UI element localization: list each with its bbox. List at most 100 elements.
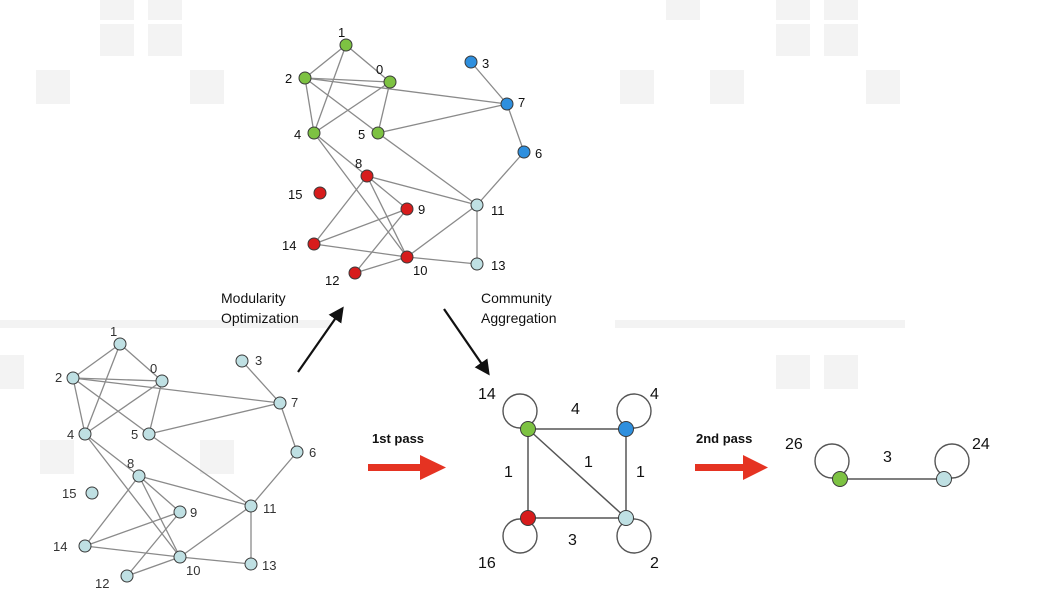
background-watermark xyxy=(0,0,905,474)
graph-edge xyxy=(84,545,181,558)
graph-edge xyxy=(406,204,478,258)
first-pass-label: 1st pass xyxy=(372,431,424,446)
aggregated-edge xyxy=(527,428,627,519)
node-label: 3 xyxy=(482,56,489,71)
node-label: 10 xyxy=(413,263,427,278)
graph-edge xyxy=(377,132,478,206)
self-loop-weight: 24 xyxy=(972,436,990,453)
node-label: 13 xyxy=(262,558,276,573)
graph-node xyxy=(339,38,353,52)
node-label: 13 xyxy=(491,258,505,273)
graph-edge xyxy=(72,377,281,404)
original-graph-edges xyxy=(72,343,298,577)
graph-edge xyxy=(84,511,181,547)
graph-node xyxy=(371,126,385,140)
graph-edge xyxy=(470,61,508,105)
self-loop xyxy=(616,518,652,554)
node-label: 7 xyxy=(518,95,525,110)
graph-edge xyxy=(304,44,347,79)
graph-edge xyxy=(313,208,408,245)
graph-node xyxy=(313,186,327,200)
graph-edge xyxy=(119,343,163,382)
first-pass-arrow xyxy=(368,455,446,480)
graph-edge xyxy=(366,175,408,210)
self-loop xyxy=(502,518,538,554)
community-node xyxy=(618,510,634,526)
graph-edge xyxy=(72,343,121,379)
node-label: 1 xyxy=(110,324,117,339)
graph-edge xyxy=(126,556,181,577)
node-label: 15 xyxy=(62,486,76,501)
graph-edge xyxy=(241,360,281,404)
graph-edge xyxy=(506,103,525,153)
graph-node xyxy=(155,374,169,388)
node-label: 4 xyxy=(294,127,301,142)
self-loop-weight: 14 xyxy=(478,386,496,403)
graph-edge xyxy=(313,132,408,258)
node-label: 9 xyxy=(190,505,197,520)
graph-edge xyxy=(304,77,315,134)
final-edge-weight: 3 xyxy=(883,449,892,466)
graph-node xyxy=(400,202,414,216)
node-label: 7 xyxy=(291,395,298,410)
node-label: 5 xyxy=(131,427,138,442)
graph-node xyxy=(464,55,478,69)
graph-edge xyxy=(179,556,252,565)
node-label: 9 xyxy=(418,202,425,217)
graph-node xyxy=(290,445,304,459)
graph-edge xyxy=(138,475,252,507)
self-loop-weight: 16 xyxy=(478,555,496,572)
edge-weight: 3 xyxy=(568,532,577,549)
graph-edge xyxy=(377,81,391,134)
graph-node xyxy=(307,237,321,251)
modularity-label-line2: Optimization xyxy=(221,310,299,326)
node-label: 15 xyxy=(288,187,302,202)
self-loop xyxy=(502,393,538,429)
graph-edge xyxy=(313,243,408,258)
node-label: 8 xyxy=(355,156,362,171)
node-label: 1 xyxy=(338,25,345,40)
graph-node xyxy=(517,145,531,159)
graph-edge xyxy=(250,451,298,507)
edge-weight: 1 xyxy=(636,464,645,481)
graph-node xyxy=(66,371,80,385)
graph-node xyxy=(298,71,312,85)
node-label: 6 xyxy=(309,445,316,460)
graph-edge xyxy=(304,77,379,134)
graph-edge xyxy=(313,44,347,134)
graph-edge xyxy=(72,377,150,435)
node-label: 0 xyxy=(150,361,157,376)
graph-node xyxy=(307,126,321,140)
graph-node xyxy=(78,427,92,441)
final-graph: 3 26 24 xyxy=(785,436,990,487)
partitioned-graph-edges xyxy=(304,44,525,274)
graph-node xyxy=(273,396,287,410)
node-label: 8 xyxy=(127,456,134,471)
graph-edge xyxy=(354,256,408,274)
self-loop xyxy=(814,443,850,479)
self-loop-weight: 2 xyxy=(650,555,659,572)
graph-edge xyxy=(476,151,525,206)
node-label: 11 xyxy=(491,203,505,218)
graph-edge xyxy=(313,175,368,245)
graph-node xyxy=(235,354,249,368)
graph-node xyxy=(142,427,156,441)
self-loop-weight: 26 xyxy=(785,436,803,453)
graph-edge xyxy=(354,208,408,274)
node-label: 14 xyxy=(53,539,67,554)
graph-edge xyxy=(304,77,391,83)
self-loop xyxy=(934,443,970,479)
graph-edge xyxy=(406,256,478,265)
graph-node xyxy=(173,550,187,564)
node-label: 14 xyxy=(282,238,296,253)
graph-edge xyxy=(84,343,121,435)
graph-edge xyxy=(72,377,163,382)
graph-node xyxy=(132,469,146,483)
graph-edge xyxy=(366,175,478,206)
community-node xyxy=(520,510,536,526)
node-label: 11 xyxy=(263,501,277,516)
modularity-label-line1: Modularity xyxy=(221,290,286,306)
graph-edge xyxy=(304,77,508,105)
